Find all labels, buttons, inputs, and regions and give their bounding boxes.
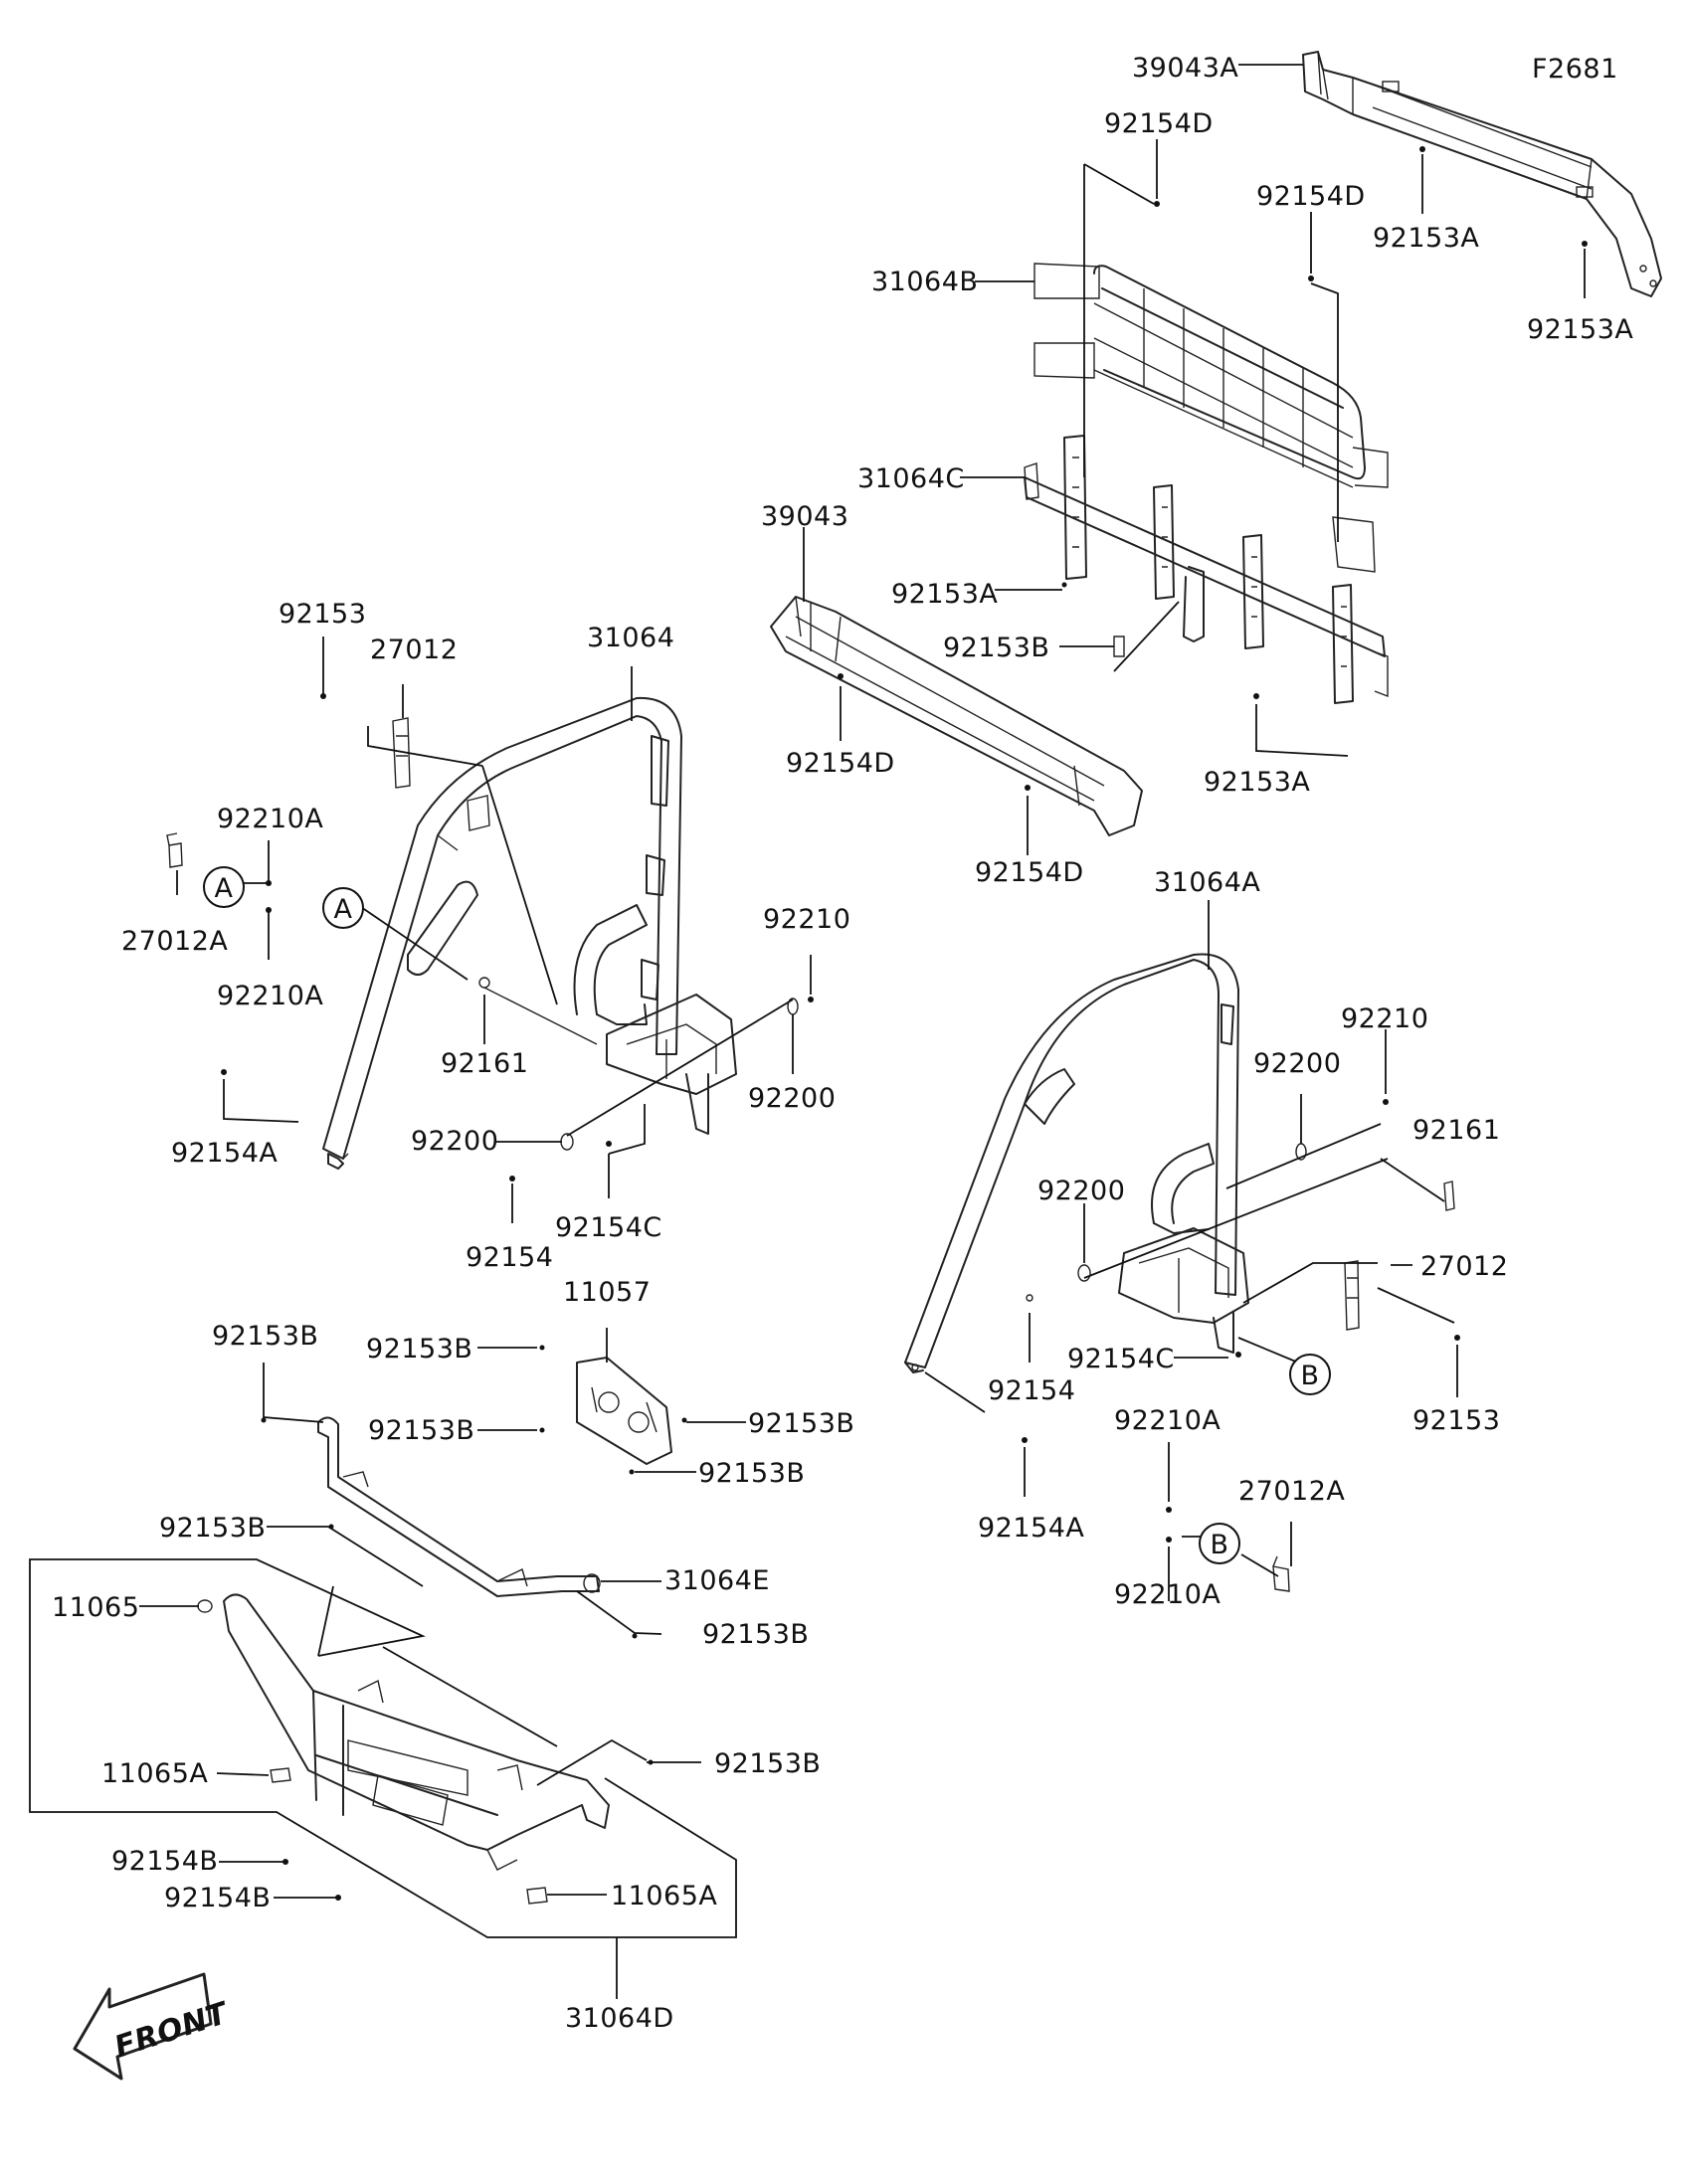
label-92154A: 92154A [171, 1138, 278, 1169]
figure-code: F2681 [1532, 54, 1618, 85]
front-bumper-drawing [197, 1593, 654, 1905]
callout-a-1: A [215, 873, 234, 904]
label-92200: 92200 [1037, 1176, 1125, 1206]
label-92153: 92153 [1412, 1405, 1500, 1436]
label-27012A: 27012A [121, 926, 228, 957]
callout-circles: A A B B [203, 866, 1331, 1564]
label-92153B: 92153B [159, 1513, 266, 1544]
label-11065A: 11065A [611, 1881, 717, 1911]
label-92154A: 92154A [978, 1513, 1084, 1544]
bracket-plate-drawing [539, 1345, 687, 1475]
label-27012: 27012 [370, 635, 458, 665]
label-31064B: 31064B [871, 267, 978, 297]
label-92153A: 92153A [1373, 223, 1479, 254]
label-31064C: 31064C [857, 463, 965, 494]
label-92210A: 92210A [1114, 1579, 1221, 1610]
label-92153B: 92153B [943, 633, 1049, 663]
label-39043A: 39043A [1132, 53, 1238, 84]
label-31064E: 31064E [664, 1565, 770, 1596]
label-92154D: 92154D [1256, 181, 1366, 212]
label-92210: 92210 [763, 904, 850, 935]
label-92154C: 92154C [555, 1212, 662, 1243]
label-92154D: 92154D [786, 748, 895, 779]
right-small-parts-drawing [1022, 1099, 1460, 1592]
callout-a-circle-2 [322, 887, 364, 929]
label-92154D: 92154D [975, 857, 1084, 888]
callout-b-2: B [1210, 1530, 1228, 1560]
callout-b-circle-1 [1289, 1354, 1331, 1395]
label-92154D: 92154D [1104, 108, 1214, 139]
label-92153B: 92153B [714, 1748, 821, 1779]
label-92154: 92154 [466, 1242, 553, 1273]
part-labels: F2681 39043A 92154D 92154D 92153A 92153A… [52, 53, 1633, 2034]
callout-a-2: A [334, 894, 353, 925]
rear-screen-drawing [1033, 263, 1389, 573]
label-39043: 39043 [761, 501, 848, 532]
front-direction-arrow: FRONT [73, 1972, 234, 2081]
label-92200: 92200 [411, 1126, 498, 1157]
callout-a-circle-1 [203, 866, 245, 908]
label-92161: 92161 [441, 1048, 528, 1079]
label-31064: 31064 [587, 623, 674, 653]
label-92154B: 92154B [111, 1846, 218, 1877]
label-92153B: 92153B [368, 1415, 474, 1446]
label-92153: 92153 [279, 599, 366, 630]
label-92153B: 92153B [702, 1619, 809, 1650]
upper-fastener-dots [838, 146, 1588, 791]
label-31064A: 31064A [1154, 867, 1260, 898]
label-92161: 92161 [1412, 1115, 1500, 1146]
label-92210A: 92210A [1114, 1405, 1221, 1436]
label-11057: 11057 [563, 1277, 651, 1308]
rear-frame-drawing [1024, 435, 1389, 704]
label-92153B: 92153B [698, 1458, 805, 1489]
label-92154B: 92154B [164, 1883, 271, 1913]
label-92153A: 92153A [1527, 314, 1633, 345]
label-92154C: 92154C [1067, 1344, 1175, 1374]
label-27012: 27012 [1420, 1251, 1508, 1282]
label-92210: 92210 [1341, 1003, 1428, 1034]
left-rops-drawing [322, 696, 737, 1170]
label-92153B: 92153B [748, 1408, 854, 1439]
label-92153A: 92153A [891, 579, 998, 610]
label-92154: 92154 [988, 1375, 1075, 1406]
label-92210A: 92210A [217, 804, 323, 834]
right-rops-drawing [904, 953, 1249, 1373]
label-92153B: 92153B [366, 1334, 472, 1365]
label-92210A: 92210A [217, 981, 323, 1011]
rear-lower-bar-drawing [770, 596, 1143, 836]
label-11065A: 11065A [101, 1758, 208, 1789]
label-11065: 11065 [52, 1592, 139, 1623]
rear-upper-bar-drawing [1302, 51, 1662, 297]
label-27012A: 27012A [1238, 1476, 1345, 1507]
label-92200: 92200 [1253, 1048, 1341, 1079]
leader-lines [29, 64, 1586, 1999]
label-92153B: 92153B [212, 1321, 318, 1352]
front-label: FRONT [110, 1995, 234, 2065]
label-92153A: 92153A [1204, 767, 1310, 798]
callout-b-1: B [1300, 1361, 1319, 1391]
label-31064D: 31064D [565, 2003, 674, 2034]
left-small-parts-drawing [166, 693, 814, 1182]
lower-bar-drawing [261, 1416, 638, 1639]
callout-b-circle-2 [1199, 1523, 1240, 1564]
label-92200: 92200 [748, 1083, 836, 1114]
